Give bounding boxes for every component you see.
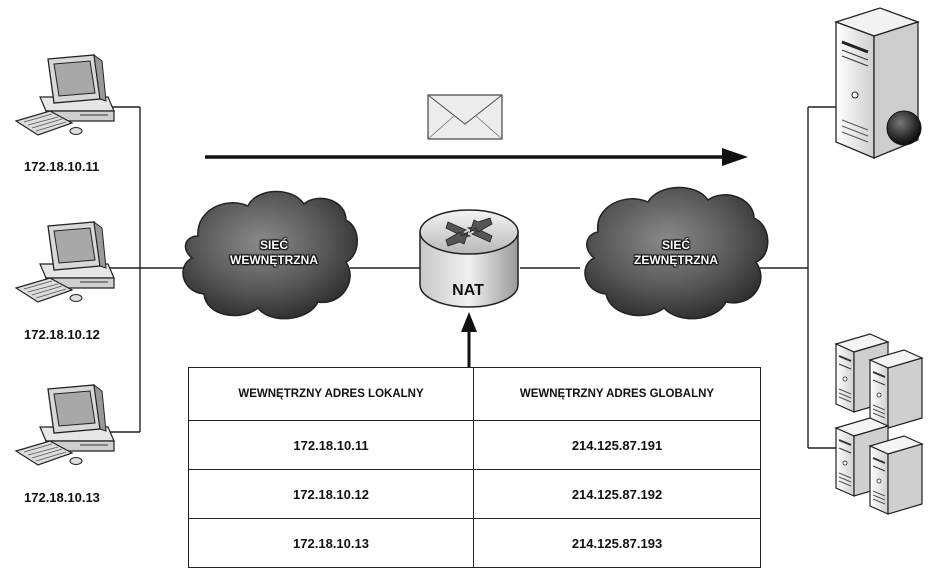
client-pc-2[interactable] bbox=[15, 221, 115, 303]
external-network-cloud bbox=[584, 186, 769, 320]
external-network-label: SIEĆ ZEWNĘTRZNA bbox=[614, 238, 738, 268]
internal-network-label-line1: SIEĆ bbox=[259, 238, 288, 252]
table-header-row: WEWNĘTRZNY ADRES LOKALNY WEWNĘTRZNY ADRE… bbox=[188, 367, 761, 421]
global-address-cell: 214.125.87.191 bbox=[473, 420, 761, 470]
nat-label: NAT bbox=[452, 282, 484, 299]
traffic-arrow bbox=[205, 148, 748, 166]
external-network-label-line2: ZEWNĘTRZNA bbox=[634, 253, 718, 267]
internal-network-label-line2: WEWNĘTRZNA bbox=[230, 253, 318, 267]
local-address-cell: 172.18.10.12 bbox=[188, 469, 474, 519]
column-header-global: WEWNĘTRZNY ADRES GLOBALNY bbox=[473, 367, 761, 421]
router-icon[interactable] bbox=[419, 209, 519, 308]
local-address-cell: 172.18.10.11 bbox=[188, 420, 474, 470]
tower-server-icon[interactable] bbox=[833, 7, 922, 159]
internal-network-cloud bbox=[182, 190, 358, 320]
global-address-cell: 214.125.87.193 bbox=[473, 518, 761, 568]
table-row: 172.18.10.12 214.125.87.192 bbox=[188, 469, 761, 519]
server-cluster-icon[interactable] bbox=[835, 333, 923, 515]
table-to-router-arrow bbox=[461, 312, 477, 367]
global-address-cell: 214.125.87.192 bbox=[473, 469, 761, 519]
column-header-local: WEWNĘTRZNY ADRES LOKALNY bbox=[188, 367, 474, 421]
client-ip-label-1: 172.18.10.11 bbox=[24, 159, 100, 174]
internal-network-label: SIEĆ WEWNĘTRZNA bbox=[212, 238, 336, 268]
external-network-label-line1: SIEĆ bbox=[661, 238, 690, 252]
client-pc-3[interactable] bbox=[15, 384, 115, 466]
envelope-icon bbox=[427, 94, 503, 140]
table-row: 172.18.10.11 214.125.87.191 bbox=[188, 420, 761, 470]
client-ip-label-3: 172.18.10.13 bbox=[24, 490, 100, 505]
nat-translation-table: WEWNĘTRZNY ADRES LOKALNY WEWNĘTRZNY ADRE… bbox=[188, 367, 761, 568]
client-ip-label-2: 172.18.10.12 bbox=[24, 327, 100, 342]
table-row: 172.18.10.13 214.125.87.193 bbox=[188, 518, 761, 568]
client-pc-1[interactable] bbox=[15, 54, 115, 136]
local-address-cell: 172.18.10.13 bbox=[188, 518, 474, 568]
